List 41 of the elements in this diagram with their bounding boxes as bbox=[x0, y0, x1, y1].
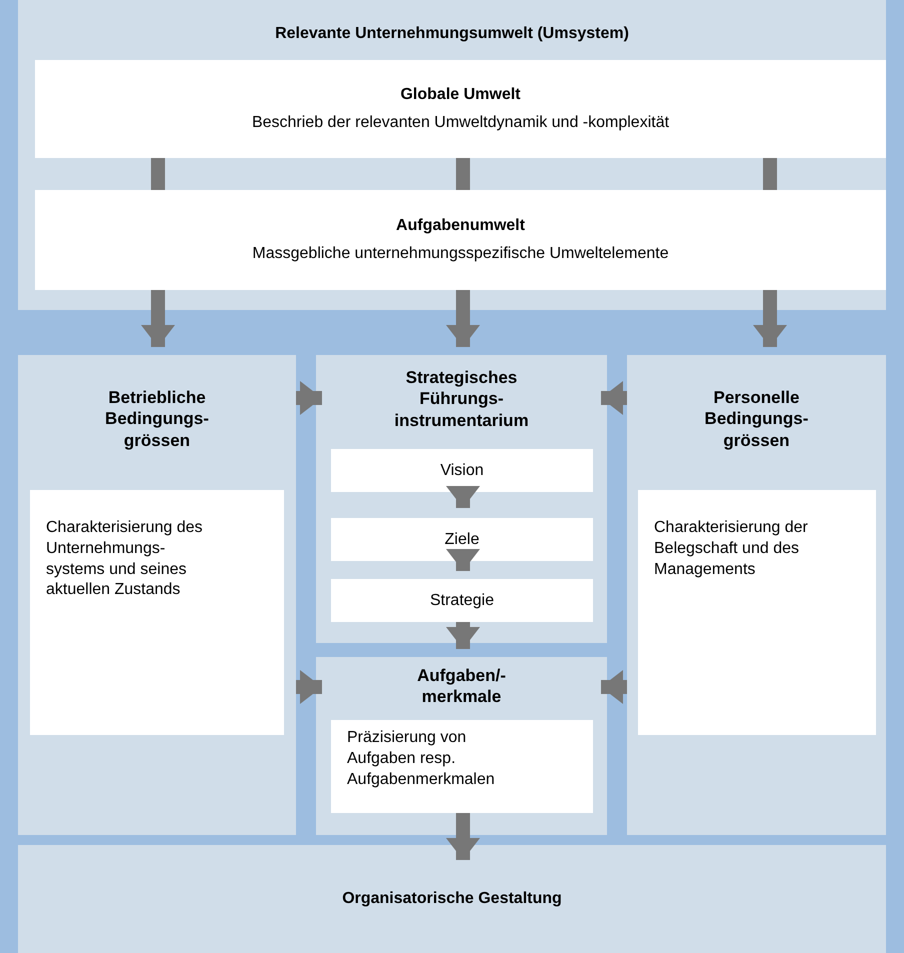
panel-title: Personelle Bedingungs- grössen bbox=[704, 387, 810, 451]
conditions-panel bbox=[18, 355, 296, 835]
design-band bbox=[18, 845, 886, 953]
arrow bbox=[446, 549, 480, 571]
arrow bbox=[446, 486, 480, 508]
description-box bbox=[331, 720, 593, 813]
panel-title: Betriebliche Bedingungs- grössen bbox=[104, 387, 210, 451]
arrow bbox=[141, 290, 175, 347]
panel-title: Aufgaben/- merkmale bbox=[416, 665, 507, 708]
step-box bbox=[331, 518, 593, 561]
environment-band bbox=[18, 0, 886, 310]
conditions-panel bbox=[627, 355, 886, 835]
task-environment-box bbox=[35, 190, 886, 290]
arrow bbox=[446, 290, 480, 347]
description-text: Charakterisierung des Unternehmungs- systems und seines aktuellen Zustands bbox=[46, 518, 204, 600]
arrow bbox=[296, 670, 322, 704]
tasks-panel bbox=[316, 657, 607, 835]
description-text: Charakterisierung der Belegschaft und des Managements bbox=[654, 518, 809, 580]
step-box bbox=[331, 579, 593, 622]
band-title: Relevante Unternehmungsumwelt (Umsystem) bbox=[274, 24, 630, 44]
arrow bbox=[446, 813, 480, 860]
box-title: Globale Umwelt bbox=[400, 85, 521, 105]
arrow bbox=[601, 381, 627, 415]
arrow bbox=[601, 670, 627, 704]
box-label: Vision bbox=[440, 460, 484, 480]
step-box bbox=[331, 449, 593, 492]
global-environment-box bbox=[35, 60, 886, 158]
description-text: Präzisierung von Aufgaben resp. Aufgabenmerkmalen bbox=[347, 728, 496, 790]
description-box bbox=[30, 490, 284, 735]
box-description: Beschrieb der relevanten Umweltdynamik und -komplexität bbox=[252, 113, 670, 133]
panel-title: Strategisches Führungs- instrumentarium bbox=[393, 367, 530, 431]
box-label: Strategie bbox=[430, 590, 494, 610]
strategy-panel bbox=[316, 355, 607, 643]
arrow bbox=[296, 381, 322, 415]
box-label: Ziele bbox=[444, 530, 480, 550]
arrow bbox=[753, 290, 787, 347]
box-label: Organisatorische Gestaltung bbox=[342, 889, 562, 909]
arrow bbox=[446, 622, 480, 649]
box-title: Aufgabenumwelt bbox=[396, 216, 525, 236]
description-box bbox=[638, 490, 876, 735]
box-description: Massgebliche unternehmungsspezifische Umweltelemente bbox=[252, 244, 669, 264]
